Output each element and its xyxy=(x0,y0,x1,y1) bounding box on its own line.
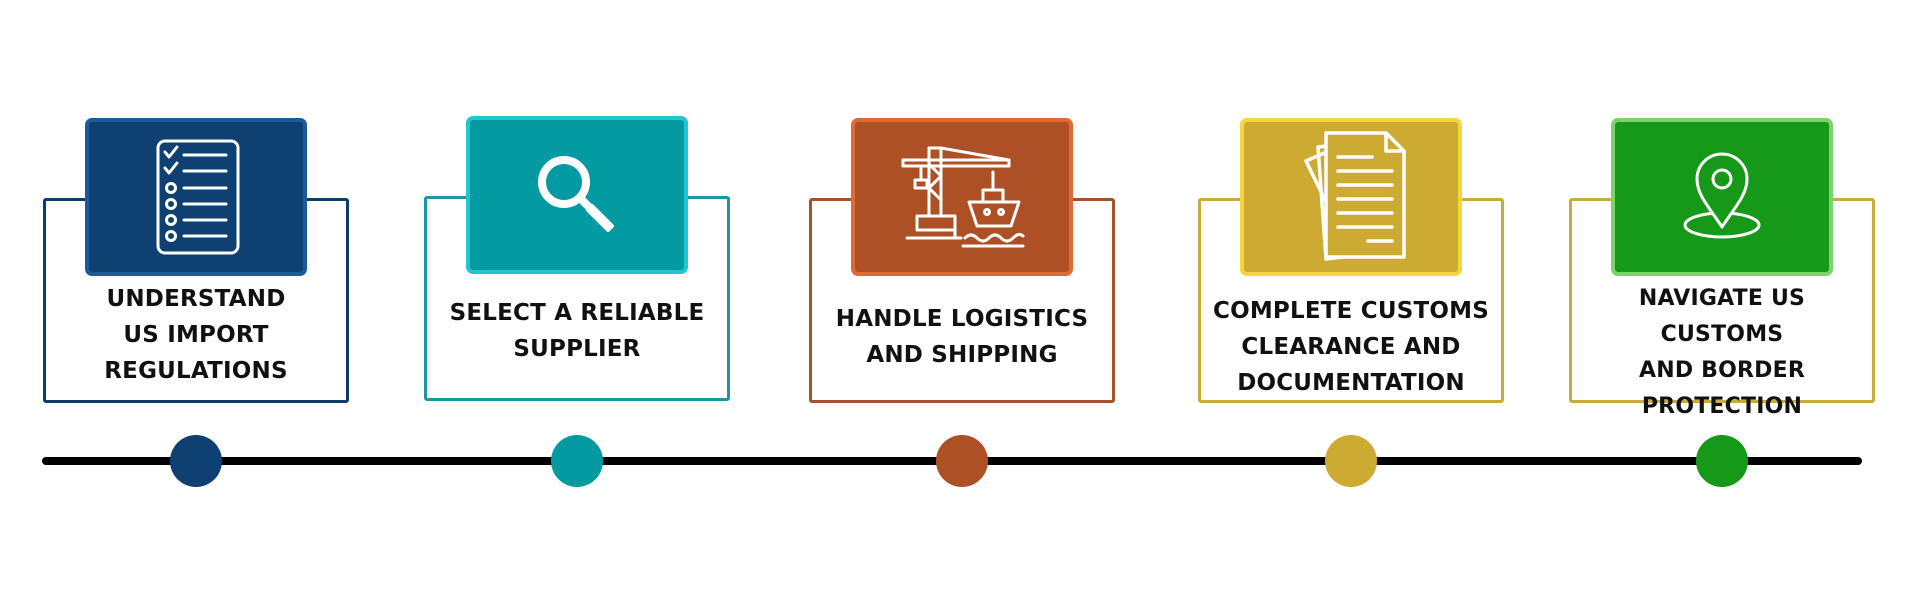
documents-icon xyxy=(1304,131,1406,261)
timeline-dot-3 xyxy=(936,435,988,487)
step-logistics-shipping: HANDLE LOGISTICS AND SHIPPING xyxy=(809,118,1115,492)
magnifying-glass-icon-tile xyxy=(466,116,688,274)
step-customs-clearance: COMPLETE CUSTOMS CLEARANCE AND DOCUMENTA… xyxy=(1198,118,1504,492)
magnifying-glass-icon xyxy=(538,156,614,232)
timeline-dot-2 xyxy=(551,435,603,487)
step-label: COMPLETE CUSTOMS CLEARANCE AND DOCUMENTA… xyxy=(1213,298,1489,396)
port-crane-ship-icon-tile xyxy=(851,118,1073,276)
timeline-dot-5 xyxy=(1696,435,1748,487)
step-understand-regulations: UNDERSTAND US IMPORT REGULATIONS xyxy=(43,118,349,492)
documents-icon-tile xyxy=(1240,118,1462,276)
step-navigate-customs: NAVIGATE US CUSTOMS AND BORDER PROTECTIO… xyxy=(1569,118,1875,492)
location-pin-icon-tile xyxy=(1611,118,1833,276)
port-crane-ship-icon xyxy=(901,146,1025,248)
step-label: NAVIGATE US CUSTOMS AND BORDER PROTECTIO… xyxy=(1638,286,1806,419)
timeline-dot-4 xyxy=(1325,435,1377,487)
checklist-icon-tile xyxy=(85,118,307,276)
timeline-dot-1 xyxy=(170,435,222,487)
location-pin-icon xyxy=(1683,152,1761,239)
step-label: SELECT A RELIABLE SUPPLIER xyxy=(449,300,705,362)
step-label: UNDERSTAND US IMPORT REGULATIONS xyxy=(104,286,288,384)
step-select-supplier: SELECT A RELIABLE SUPPLIER xyxy=(424,116,730,490)
checklist-icon xyxy=(156,139,240,255)
step-label: HANDLE LOGISTICS AND SHIPPING xyxy=(835,306,1089,368)
